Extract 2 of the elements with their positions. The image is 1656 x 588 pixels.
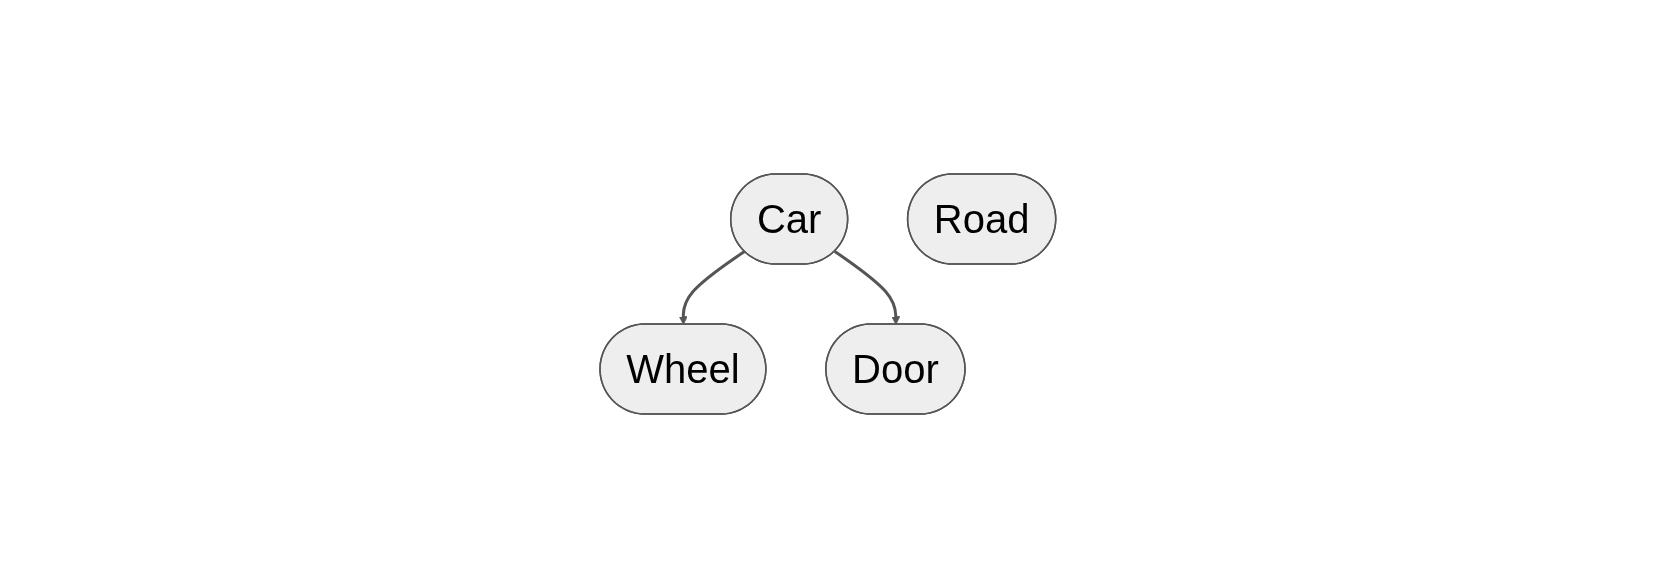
arrow <box>834 250 901 325</box>
arrow <box>679 250 746 325</box>
